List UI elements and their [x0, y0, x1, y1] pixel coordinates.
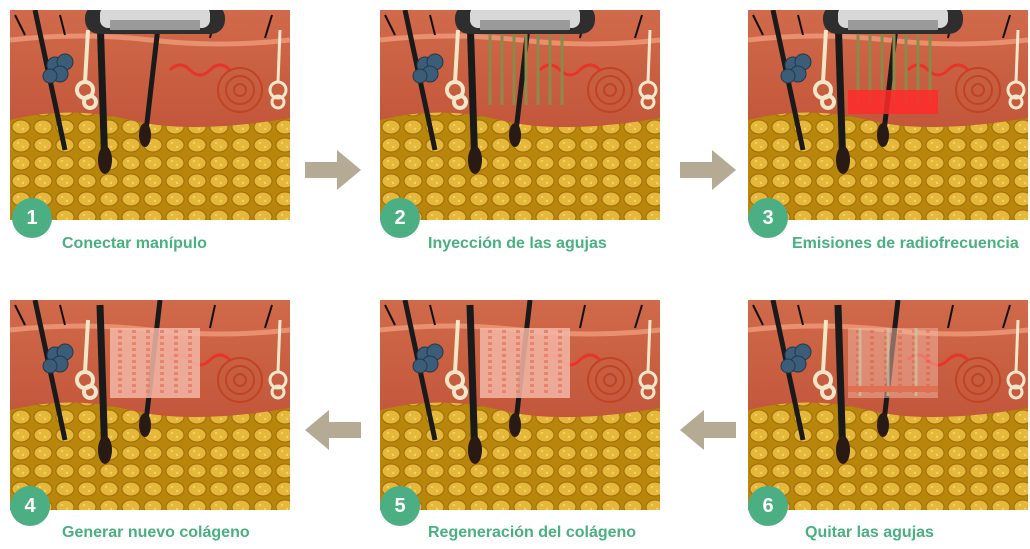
handpiece-icon [823, 10, 963, 34]
handpiece-icon [455, 10, 595, 34]
step-6-caption: Quitar las agujas [805, 524, 934, 541]
step-3-badge: 3 [748, 198, 788, 238]
step-5-caption: Regeneración del colágeno [428, 524, 637, 541]
step-4-badge: 4 [10, 486, 50, 526]
arrow-right-icon [680, 150, 736, 190]
step-4-illustration [10, 300, 290, 510]
arrow-left-icon [305, 410, 361, 450]
step-3-illustration [748, 10, 1028, 220]
step-3-caption: Emisiones de radiofrecuencia [792, 235, 1019, 252]
step-1-caption: Conectar manípulo [62, 235, 207, 252]
step-6-badge: 6 [748, 486, 788, 526]
step-1-illustration [10, 10, 290, 220]
step-4-caption: Generar nuevo colágeno [62, 524, 250, 541]
rf-emission-icon [848, 90, 938, 114]
step-6-illustration [748, 300, 1028, 510]
handpiece-icon [85, 10, 225, 34]
step-2-badge: 2 [380, 198, 420, 238]
step-2-illustration [380, 10, 660, 220]
arrow-right-icon [305, 150, 361, 190]
arrow-left-icon [680, 410, 736, 450]
step-2-caption: Inyección de las agujas [428, 235, 607, 252]
step-1-badge: 1 [12, 198, 52, 238]
step-5-illustration [380, 300, 660, 510]
step-5-badge: 5 [380, 486, 420, 526]
